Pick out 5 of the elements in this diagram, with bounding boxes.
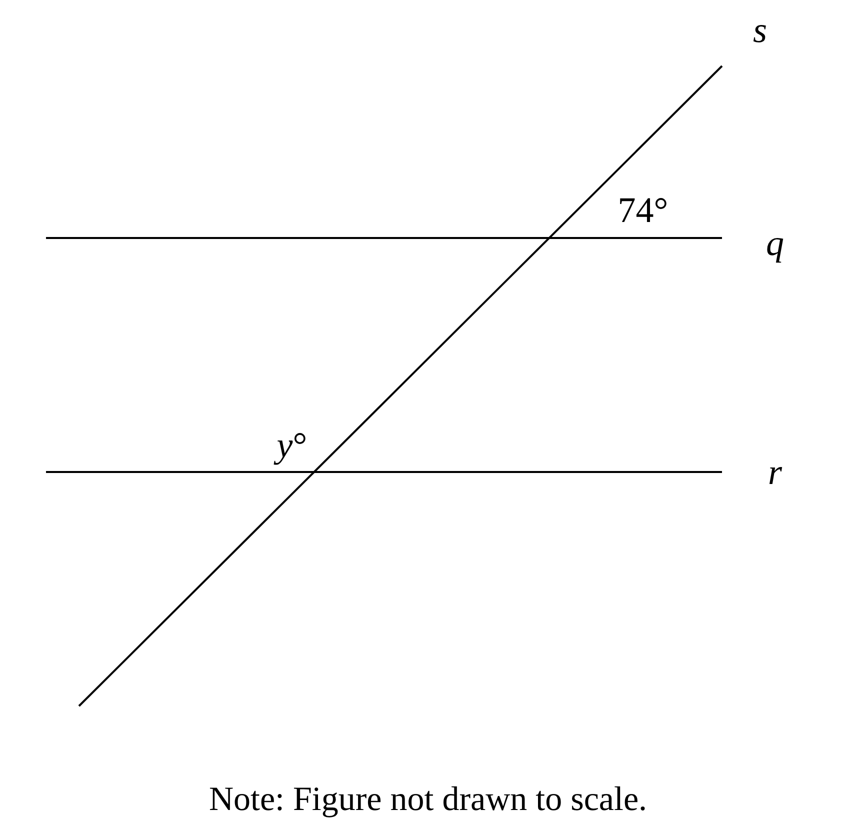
line-label: r	[768, 454, 782, 490]
caption: Note: Figure not drawn to scale.	[208, 783, 648, 817]
line-label: s	[753, 12, 767, 48]
angle-label: 74°	[618, 192, 668, 228]
line-label: q	[766, 225, 784, 261]
